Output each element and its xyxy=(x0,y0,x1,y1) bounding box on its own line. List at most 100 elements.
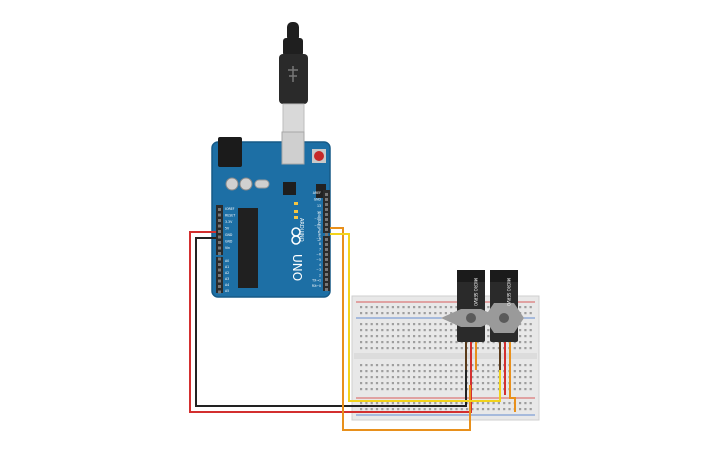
capacitor-2 xyxy=(239,177,253,191)
breadboard-hole xyxy=(407,312,410,315)
breadboard-hole xyxy=(397,335,400,338)
breadboard-hole xyxy=(513,370,516,373)
digital-header-high[interactable] xyxy=(323,190,330,233)
breadboard-hole xyxy=(386,388,389,391)
breadboard-hole xyxy=(434,364,437,367)
header-pin xyxy=(218,257,221,261)
header-pin xyxy=(218,224,221,228)
breadboard-hole xyxy=(524,408,527,411)
breadboard-hole xyxy=(407,408,410,411)
breadboard-hole xyxy=(450,388,453,391)
breadboard-hole xyxy=(413,408,416,411)
breadboard-hole xyxy=(375,408,379,411)
breadboard-hole xyxy=(529,408,532,411)
breadboard-hole xyxy=(381,341,384,344)
breadboard-hole xyxy=(391,347,394,350)
breadboard-hole xyxy=(407,376,410,379)
breadboard-hole xyxy=(381,382,384,385)
breadboard-hole xyxy=(455,382,458,385)
header-pin xyxy=(325,223,328,226)
wire-gnd-black[interactable] xyxy=(195,237,467,407)
header-pin xyxy=(325,213,328,216)
breadboard-hole xyxy=(418,370,421,373)
header-pin xyxy=(218,208,221,211)
header-pin xyxy=(325,238,328,241)
breadboard-hole xyxy=(487,306,490,309)
usb-cable-strain-relief xyxy=(287,22,299,42)
breadboard-hole xyxy=(370,370,373,373)
breadboard-hole xyxy=(375,376,379,379)
breadboard-hole xyxy=(503,408,506,411)
breadboard-hole xyxy=(434,335,437,338)
breadboard-hole xyxy=(370,402,373,405)
breadboard-hole xyxy=(487,364,490,367)
breadboard-hole xyxy=(418,402,421,405)
breadboard-hole xyxy=(481,370,485,373)
wire-servo2-orange[interactable] xyxy=(509,370,516,412)
breadboard-hole xyxy=(397,382,400,385)
digital-pin-label-12: ~3 xyxy=(316,268,321,272)
breadboard-hole xyxy=(519,341,522,344)
breadboard-hole xyxy=(460,388,463,391)
header-pin xyxy=(218,230,221,233)
header-pin xyxy=(218,241,221,244)
breadboard-hole xyxy=(375,388,379,391)
breadboard-hole xyxy=(524,376,527,379)
breadboard-hole xyxy=(375,306,379,309)
wire-signal-yellow[interactable] xyxy=(330,233,501,402)
breadboard-hole xyxy=(508,408,511,411)
breadboard-hole xyxy=(391,323,394,326)
reset-button[interactable] xyxy=(314,151,324,161)
breadboard-hole xyxy=(402,347,405,350)
breadboard-hole xyxy=(481,382,485,385)
breadboard-hole xyxy=(529,364,532,367)
analog-pin-label-0: A0 xyxy=(225,259,229,263)
breadboard-hole xyxy=(423,388,426,391)
led-tx xyxy=(294,210,298,213)
usb-port xyxy=(281,131,305,165)
breadboard-hole xyxy=(386,312,389,315)
arduino-uno-board[interactable]: ARDUINO UNO DIGITAL (PWM~) IOREFRESET3.3… xyxy=(211,131,331,298)
breadboard-hole xyxy=(386,370,389,373)
servo-1[interactable]: MICRO SERVO xyxy=(441,270,501,370)
analog-pin-label-5: A5 xyxy=(225,289,229,293)
breadboard-hole xyxy=(481,376,485,379)
breadboard-hole xyxy=(444,388,447,391)
breadboard-hole xyxy=(397,402,400,405)
breadboard-hole xyxy=(360,306,363,309)
breadboard-hole xyxy=(481,364,485,367)
capacitor-1 xyxy=(225,177,239,191)
breadboard-hole xyxy=(402,376,405,379)
wire-signal-orange[interactable] xyxy=(330,227,471,431)
breadboard-hole xyxy=(428,347,432,350)
breadboard-hole xyxy=(402,306,405,309)
breadboard-hole xyxy=(423,402,426,405)
servo-2[interactable]: MICRO SERVO xyxy=(484,270,524,370)
breadboard-hole xyxy=(375,370,379,373)
power-pin-label-6: Vin xyxy=(225,246,230,250)
breadboard-hole xyxy=(444,408,447,411)
servo-1-top-tab xyxy=(457,270,485,282)
breadboard-hole xyxy=(492,347,495,350)
digital-pin-label-5: ~10 xyxy=(314,224,321,228)
breadboard-hole xyxy=(365,306,368,309)
breadboard-hole xyxy=(444,382,447,385)
breadboard-hole xyxy=(423,382,426,385)
breadboard-hole xyxy=(386,364,389,367)
wires[interactable] xyxy=(189,227,516,431)
breadboard-hole xyxy=(524,347,527,350)
breadboard-hole xyxy=(418,388,421,391)
breadboard-hole xyxy=(365,323,368,326)
breadboard-hole xyxy=(413,347,416,350)
usb-cable[interactable] xyxy=(279,22,308,133)
breadboard-hole xyxy=(434,370,437,373)
breadboard-hole xyxy=(365,402,368,405)
digital-pin-label-2: 13 xyxy=(317,204,321,208)
breadboard-hole xyxy=(439,341,442,344)
breadboard-hole xyxy=(365,388,368,391)
header-pin xyxy=(218,285,221,288)
breadboard-hole xyxy=(407,323,410,326)
breadboard-hole xyxy=(402,388,405,391)
breadboard-hole xyxy=(497,341,500,344)
